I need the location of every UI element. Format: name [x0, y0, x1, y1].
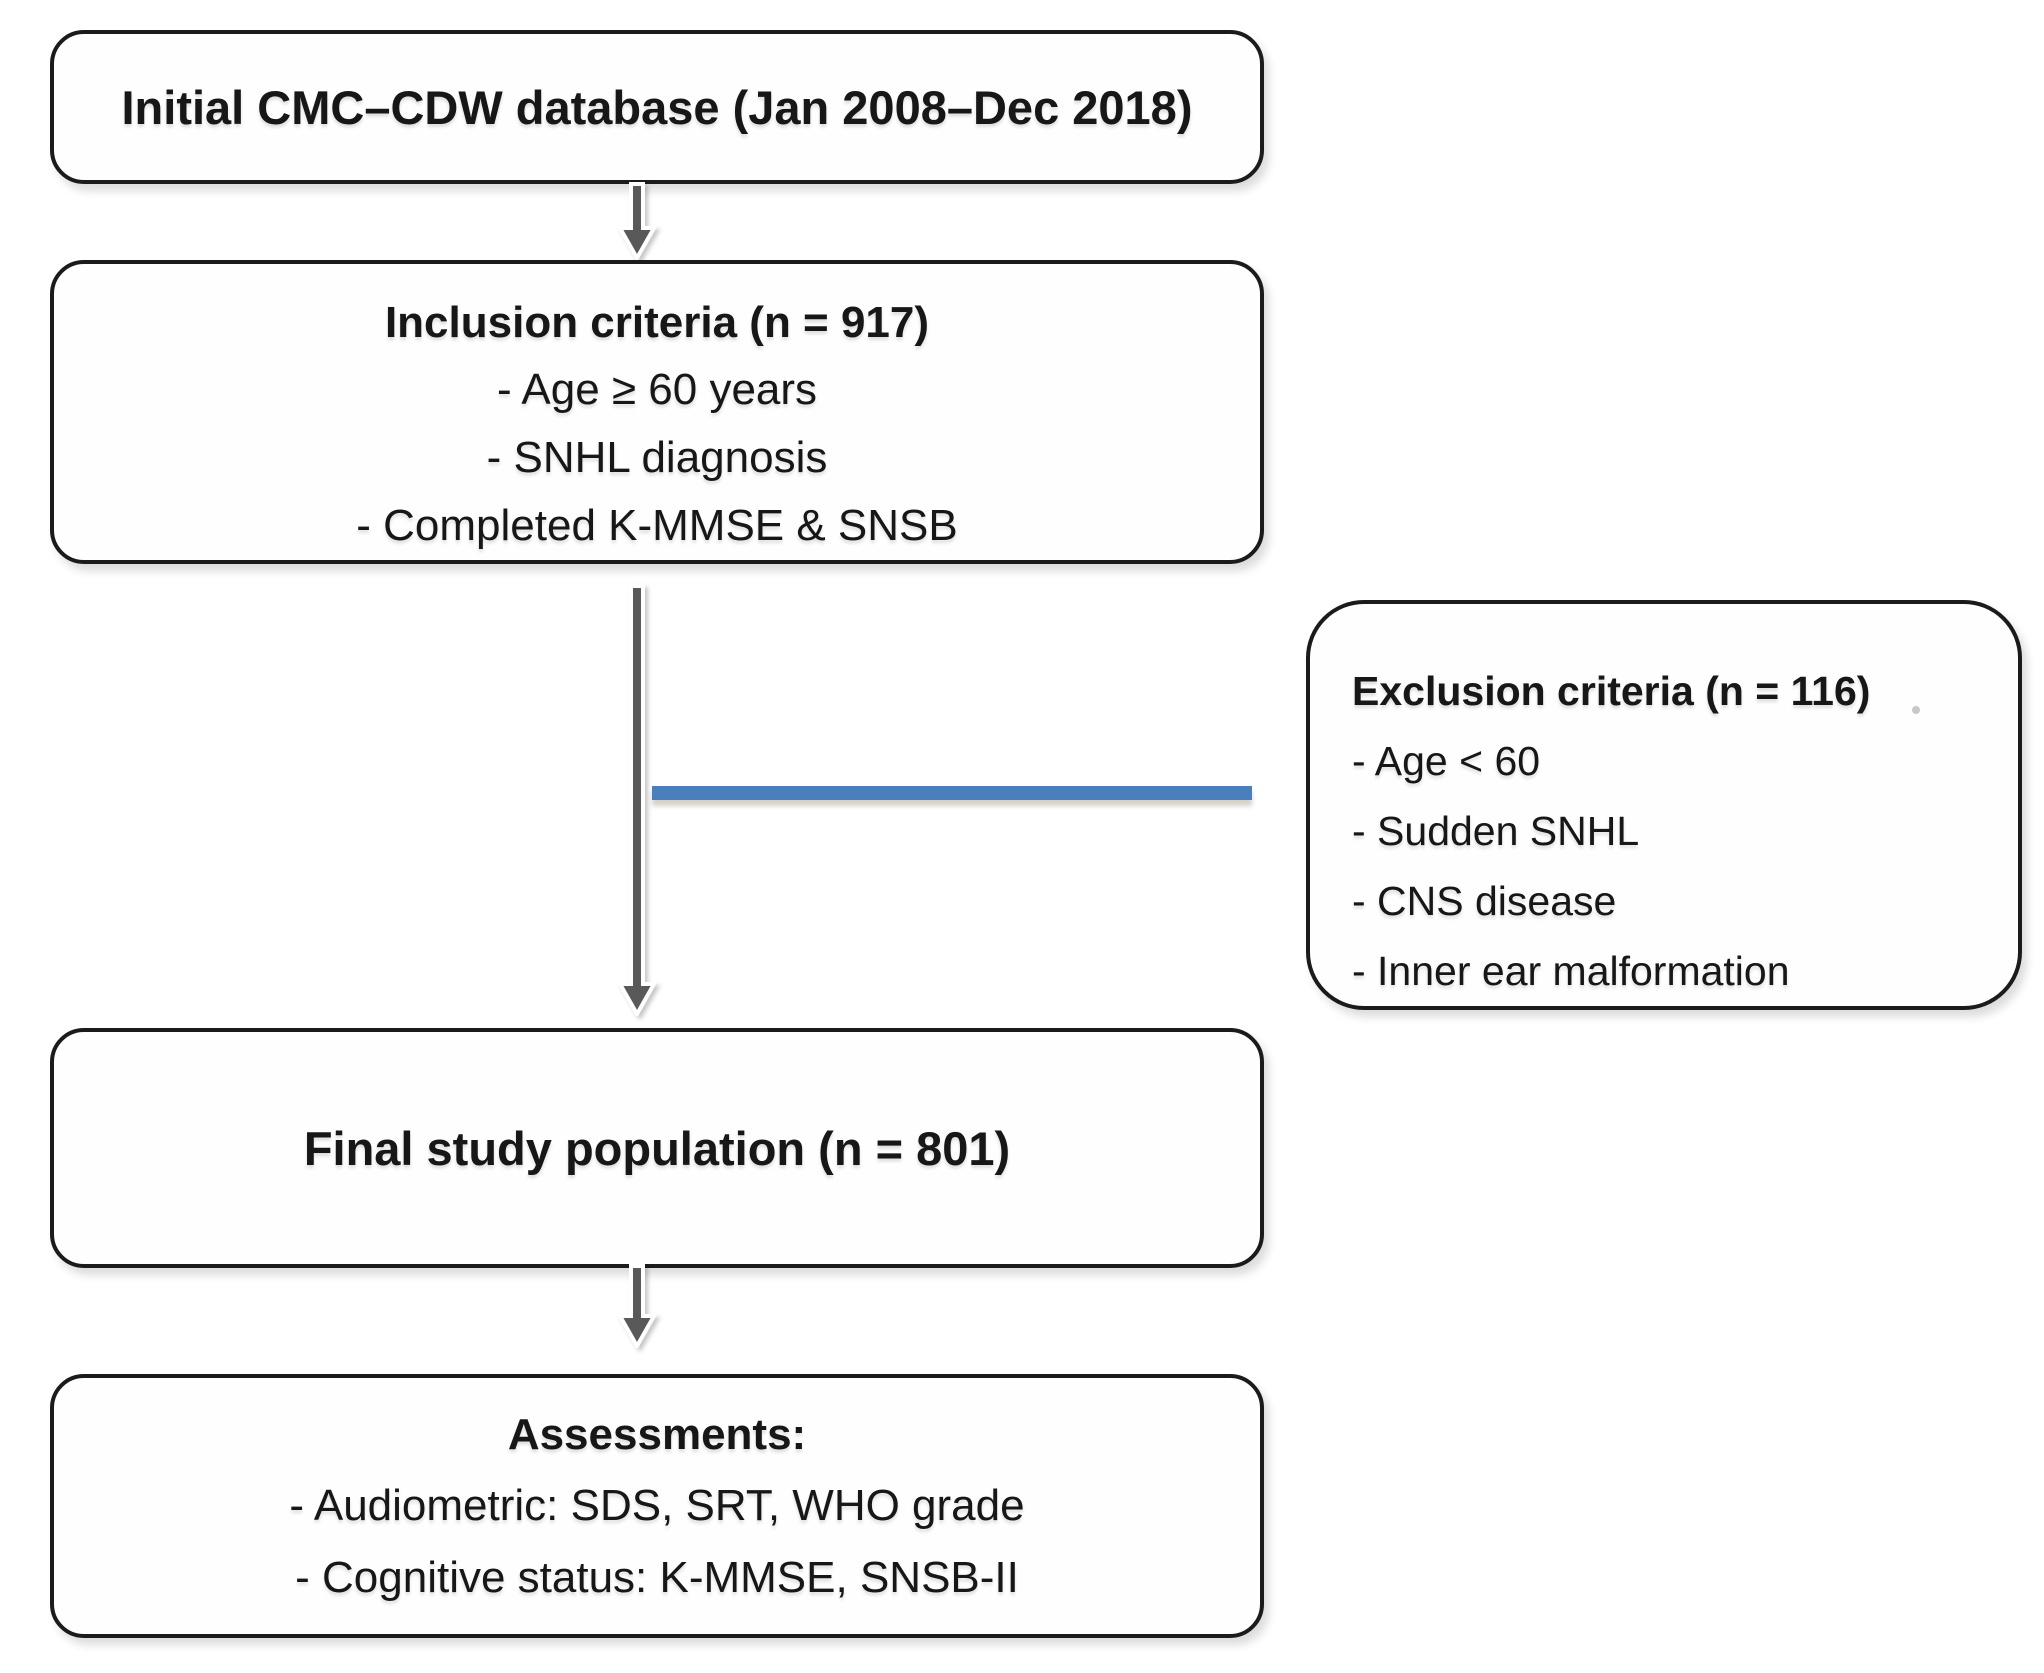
down-arrow-long	[616, 584, 658, 1016]
initial-database-box: Initial CMC–CDW database (Jan 2008–Dec 2…	[50, 30, 1264, 184]
down-arrow-bottom	[616, 1264, 658, 1348]
exclusion-criteria-box: Exclusion criteria (n = 116) - Age < 60 …	[1306, 600, 2022, 1010]
final-population-box: Final study population (n = 801)	[50, 1028, 1264, 1268]
inclusion-item: - Completed K-MMSE & SNSB	[356, 501, 958, 550]
inclusion-item: - Age ≥ 60 years	[496, 365, 818, 414]
exclusion-connector-line	[652, 786, 1252, 800]
assessment-item: - Audiometric: SDS, SRT, WHO grade	[289, 1481, 1025, 1530]
final-population-title: Final study population (n = 801)	[303, 1121, 1011, 1175]
down-arrow-top	[616, 182, 658, 260]
assessments-box: Assessments: - Audiometric: SDS, SRT, WH…	[50, 1374, 1264, 1638]
exclusion-item: - Sudden SNHL	[1352, 808, 1640, 854]
inclusion-item: - SNHL diagnosis	[486, 433, 828, 482]
initial-database-title: Initial CMC–CDW database (Jan 2008–Dec 2…	[121, 80, 1193, 134]
inclusion-criteria-box: Inclusion criteria (n = 917) - Age ≥ 60 …	[50, 260, 1264, 564]
assessment-item: - Cognitive status: K-MMSE, SNSB-II	[295, 1553, 1019, 1602]
exclusion-item: - Age < 60	[1352, 738, 1541, 784]
stray-dot-artifact	[1912, 706, 1920, 714]
assessments-title: Assessments:	[507, 1410, 807, 1459]
exclusion-item: - Inner ear malformation	[1352, 948, 1790, 994]
inclusion-criteria-title: Inclusion criteria (n = 917)	[384, 298, 930, 347]
exclusion-item: - CNS disease	[1352, 878, 1617, 924]
exclusion-criteria-title: Exclusion criteria (n = 116)	[1352, 668, 1871, 714]
